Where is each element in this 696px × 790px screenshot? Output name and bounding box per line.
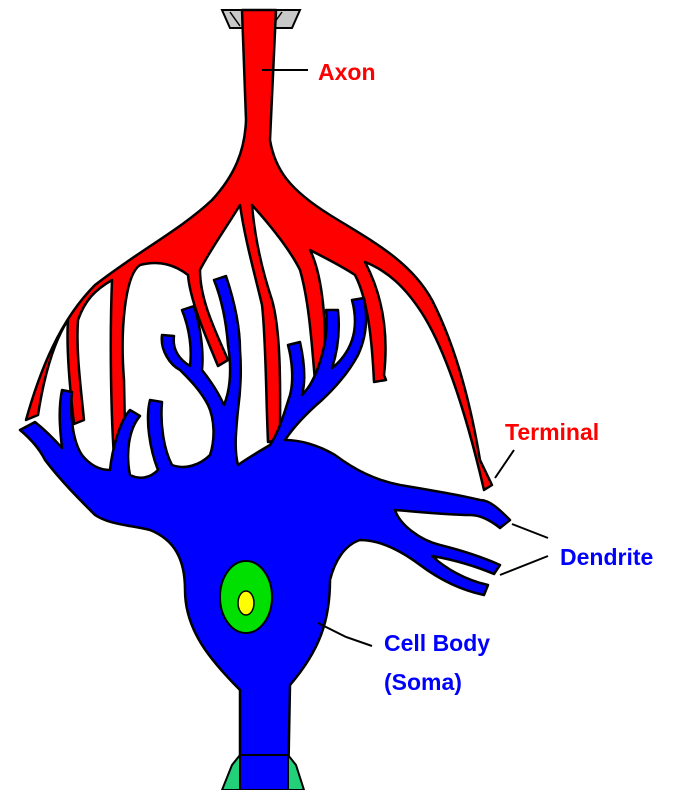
cell-body-pointer — [318, 623, 372, 646]
soma-label: (Soma) — [384, 669, 462, 695]
terminal-label: Terminal — [505, 419, 599, 445]
dendrite-pointer-lower — [500, 556, 548, 575]
axon — [26, 10, 492, 490]
dendrite-label: Dendrite — [560, 544, 653, 570]
axon-label: Axon — [318, 59, 376, 85]
terminal-pointer — [495, 450, 514, 478]
cell-body-label: Cell Body — [384, 630, 490, 656]
dendrite-pointer-upper — [512, 524, 548, 538]
nucleolus — [238, 591, 254, 615]
axon-myelin-bottom — [222, 755, 304, 790]
